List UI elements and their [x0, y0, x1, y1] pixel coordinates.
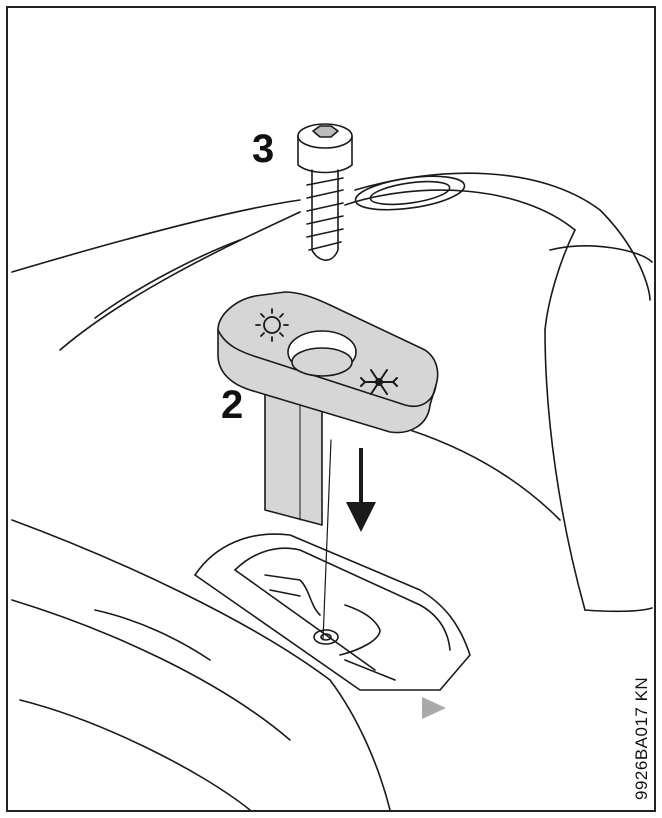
triangle-marker-icon [422, 697, 446, 719]
arrow-down-icon [346, 448, 376, 532]
callout-adjuster: 2 [221, 383, 243, 427]
mounting-socket [194, 533, 471, 691]
sun-icon [255, 308, 289, 342]
snowflake-icon [360, 369, 398, 395]
screw [297, 123, 353, 261]
adjuster-head [217, 291, 439, 434]
callout-screw: 3 [252, 127, 274, 171]
figure-code: 9926BA017 KN [632, 677, 651, 800]
top-recess [354, 175, 466, 211]
housing-outline [11, 172, 653, 811]
alignment-line [322, 439, 332, 641]
